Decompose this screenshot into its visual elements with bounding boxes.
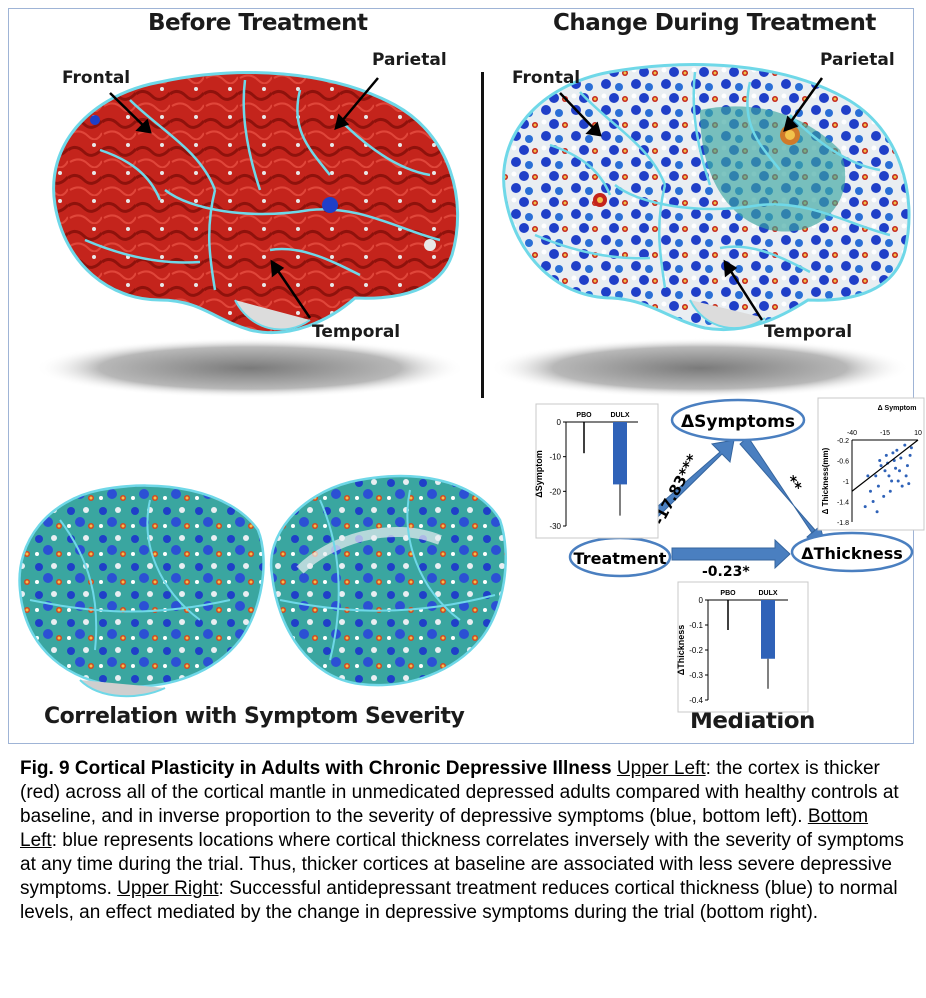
caption-label: Fig. 9 Cortical Plasticity in Adults wit… — [20, 758, 612, 779]
scatter-point — [896, 479, 900, 483]
symptom-chart-category-label: DULX — [610, 412, 629, 419]
scatter-ytick-label: -0.2 — [837, 438, 849, 445]
scatter-point — [874, 474, 878, 478]
scatter-ytick-label: -1.8 — [837, 520, 849, 527]
thickness-chart-ylabel: ΔThickness — [676, 625, 686, 676]
panel-divider — [481, 72, 484, 398]
scatter-xtick-label: 10 — [914, 430, 922, 437]
scatter-frame — [817, 397, 925, 531]
scatter-ytick-label: -0.6 — [837, 459, 849, 466]
symptom-chart-ytick-label: -10 — [549, 453, 561, 462]
node-thickness: ΔThickness — [801, 544, 903, 563]
scatter-point — [883, 469, 887, 473]
node-treatment: Treatment — [574, 549, 667, 568]
scatter-point — [878, 459, 882, 462]
label-frontal-right: Frontal — [512, 68, 581, 88]
scatter-ytick-label: -1 — [843, 479, 849, 486]
scatter-title: Δ Symptom — [878, 405, 917, 412]
symptom-chart-ylabel: ΔSymptom — [534, 450, 544, 497]
scatter-point — [908, 453, 912, 457]
scatter-point — [894, 466, 898, 470]
scatter-point — [907, 482, 911, 486]
brain-change-during-treatment — [502, 63, 911, 332]
scatter-ylabel: Δ Thickness(mm) — [821, 447, 830, 514]
label-parietal-right: Parietal — [820, 50, 895, 70]
scatter-point — [891, 451, 895, 455]
scatter-point — [909, 446, 913, 450]
label-temporal-right: Temporal — [764, 322, 853, 342]
symptom-chart-category-label: PBO — [576, 412, 592, 419]
thickness-chart-ytick-label: -0.4 — [689, 696, 703, 705]
scatter-point — [898, 469, 902, 473]
scatter-point — [899, 456, 903, 460]
scatter-point — [884, 453, 888, 457]
scatter-point — [879, 464, 883, 468]
symptom-chart-frame — [535, 403, 659, 539]
scatter-point — [871, 500, 875, 503]
change-during-treatment-title: Change During Treatment — [553, 10, 876, 36]
brain-correlation-left — [18, 484, 265, 698]
symptom-chart-ytick-label: -20 — [549, 487, 561, 496]
scatter-point — [868, 489, 872, 493]
scatter-ytick-label: -1.4 — [837, 500, 849, 507]
scatter-xtick-label: -15 — [880, 430, 890, 437]
caption-bottom-left-head: Bottom Left — [20, 806, 869, 851]
label-parietal-left: Parietal — [372, 50, 447, 70]
label-frontal-left: Frontal — [62, 68, 131, 88]
symptom-chart-ytick-label: -30 — [549, 522, 561, 531]
thickness-chart-ytick-label: -0.1 — [689, 621, 703, 630]
scatter-point — [888, 489, 892, 493]
scatter-point — [863, 505, 867, 509]
scatter-point — [905, 464, 909, 468]
caption-upper-left-head: Upper Left — [616, 758, 706, 779]
chart-symptom-bars: 0 -10 -20 -30 PBO DULX ΔSymptom — [534, 403, 659, 539]
thickness-chart-ytick-label: -0.2 — [689, 646, 703, 655]
symptom-chart-ytick-label: 0 — [557, 418, 562, 427]
caption-upper-left-text: : the cortex is thicker (red) across all… — [20, 758, 899, 827]
scatter-point — [876, 484, 880, 488]
correlation-title: Correlation with Symptom Severity — [44, 704, 465, 729]
before-treatment-title: Before Treatment — [148, 10, 368, 36]
thickness-chart-frame — [677, 581, 809, 713]
thickness-chart-category-label: DULX — [758, 590, 777, 597]
brain-illustrations — [18, 63, 911, 698]
chart-thickness-scatter: Δ Symptom -40 -15 10 -0.2 -0.6 -1 -1.4 -1.8 Δ Thi… — [817, 397, 925, 531]
thickness-chart-bar-dulx — [761, 600, 775, 659]
thickness-chart-category-label: PBO — [720, 590, 736, 597]
figure-caption: Fig. 9 Cortical Plasticity in Adults wit… — [20, 757, 910, 925]
caption-bottom-left-text: : blue represents locations where cortic… — [20, 830, 904, 899]
scatter-point — [882, 494, 886, 498]
node-symptoms: ΔSymptoms — [681, 412, 795, 432]
scatter-xtick-label: -40 — [847, 430, 857, 437]
path-c-coef: -0.23* — [702, 564, 750, 580]
scatter-point — [895, 448, 899, 452]
chart-thickness-bars: 0 -0.1 -0.2 -0.3 -0.4 PBO DULX ΔThickness — [676, 581, 809, 713]
symptom-chart-bar-dulx — [613, 422, 627, 485]
scatter-point — [887, 474, 891, 478]
scatter-trendline — [851, 439, 919, 492]
label-temporal-left: Temporal — [312, 322, 401, 342]
caption-upper-right-text: : Successful antidepressant treatment re… — [20, 878, 898, 923]
scatter-point — [866, 474, 870, 478]
thickness-chart-ytick-label: -0.3 — [689, 671, 703, 680]
brain-before-treatment — [52, 71, 460, 335]
mediation-diagram: ΔSymptoms Treatment ΔThickness -17.83***… — [568, 398, 914, 580]
caption-upper-right-head: Upper Right — [117, 878, 219, 899]
scatter-point — [904, 474, 908, 478]
brain-correlation-right — [269, 474, 507, 687]
scatter-point — [903, 443, 907, 447]
scatter-point — [875, 510, 879, 514]
scatter-point — [900, 484, 904, 488]
thickness-chart-ytick-label: 0 — [699, 596, 704, 605]
scatter-point — [890, 479, 894, 483]
